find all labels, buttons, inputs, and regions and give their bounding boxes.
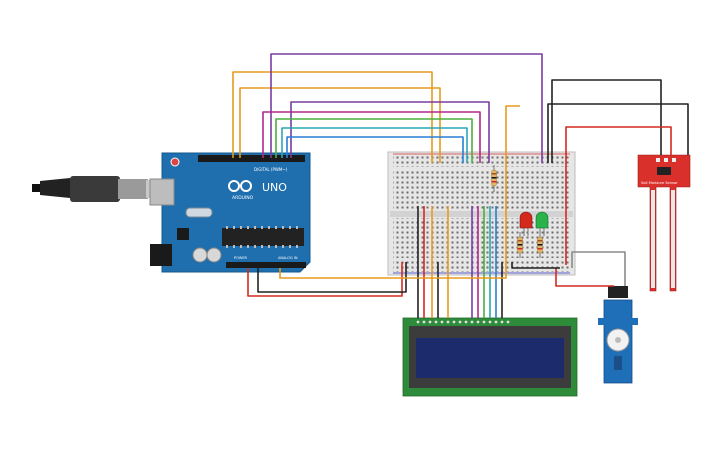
wire-purple[interactable] [270,53,543,163]
analog-label: ANALOG IN [278,256,298,260]
sensor-chip [657,167,671,175]
regulator [177,228,189,240]
wire-magenta[interactable] [262,111,481,163]
capacitor [206,247,222,263]
lcd-16x2[interactable] [402,317,578,397]
board-brand: ARDUINO [232,195,254,201]
board-model: UNO [262,181,287,194]
wire-purple[interactable] [290,101,490,163]
lcd-pin-header [416,320,510,324]
resistor[interactable] [517,232,523,258]
wire-blue[interactable] [286,136,464,163]
capacitor [192,247,208,263]
breadboard[interactable] [387,151,576,276]
usb-cable [32,176,170,202]
usb-port [149,178,175,206]
wire-red[interactable] [565,126,672,265]
wire-black[interactable] [547,103,689,163]
wire-black[interactable] [511,262,560,269]
wire-grey[interactable] [571,251,626,286]
wires [232,53,689,318]
center-channel [390,211,573,217]
arduino-uno-board[interactable]: UNO ARDUINO DIGITAL (PWM~) POWER ANALOG … [149,152,311,273]
wire-orange[interactable] [239,87,441,163]
power-jack [150,244,172,266]
resistor[interactable] [537,232,543,258]
usb-cable-end [32,184,42,192]
digital-label: DIGITAL (PWM~) [254,167,288,172]
servo-motor[interactable] [598,286,638,384]
wire-red[interactable] [247,262,403,297]
atmega-chip [222,228,304,246]
wire-red[interactable] [555,268,614,287]
lcd-screen [416,338,564,378]
servo-connector [608,286,628,298]
green-led[interactable] [535,211,549,236]
sensor-label: Soil Moisture Sensor [641,181,678,185]
wire-black[interactable] [551,79,662,163]
wire-orange[interactable] [279,105,520,279]
red-led[interactable] [519,211,533,236]
power-analog-header [226,262,306,268]
wire-orange[interactable] [232,71,433,163]
arduino-logo [228,180,252,192]
terminal-strip-top [393,170,570,210]
resistor[interactable] [491,165,497,192]
soil-moisture-sensor[interactable]: Soil Moisture Sensor [637,154,691,292]
power-rail-top [393,155,570,167]
power-label: POWER [234,256,248,260]
reset-button[interactable] [170,157,180,167]
wire-black[interactable] [257,262,407,293]
power-rail-bottom [393,260,570,272]
crystal [185,207,213,218]
digital-header [198,155,305,162]
wire-teal[interactable] [281,127,468,163]
usb-plug [70,176,120,202]
wire-green[interactable] [275,118,473,163]
